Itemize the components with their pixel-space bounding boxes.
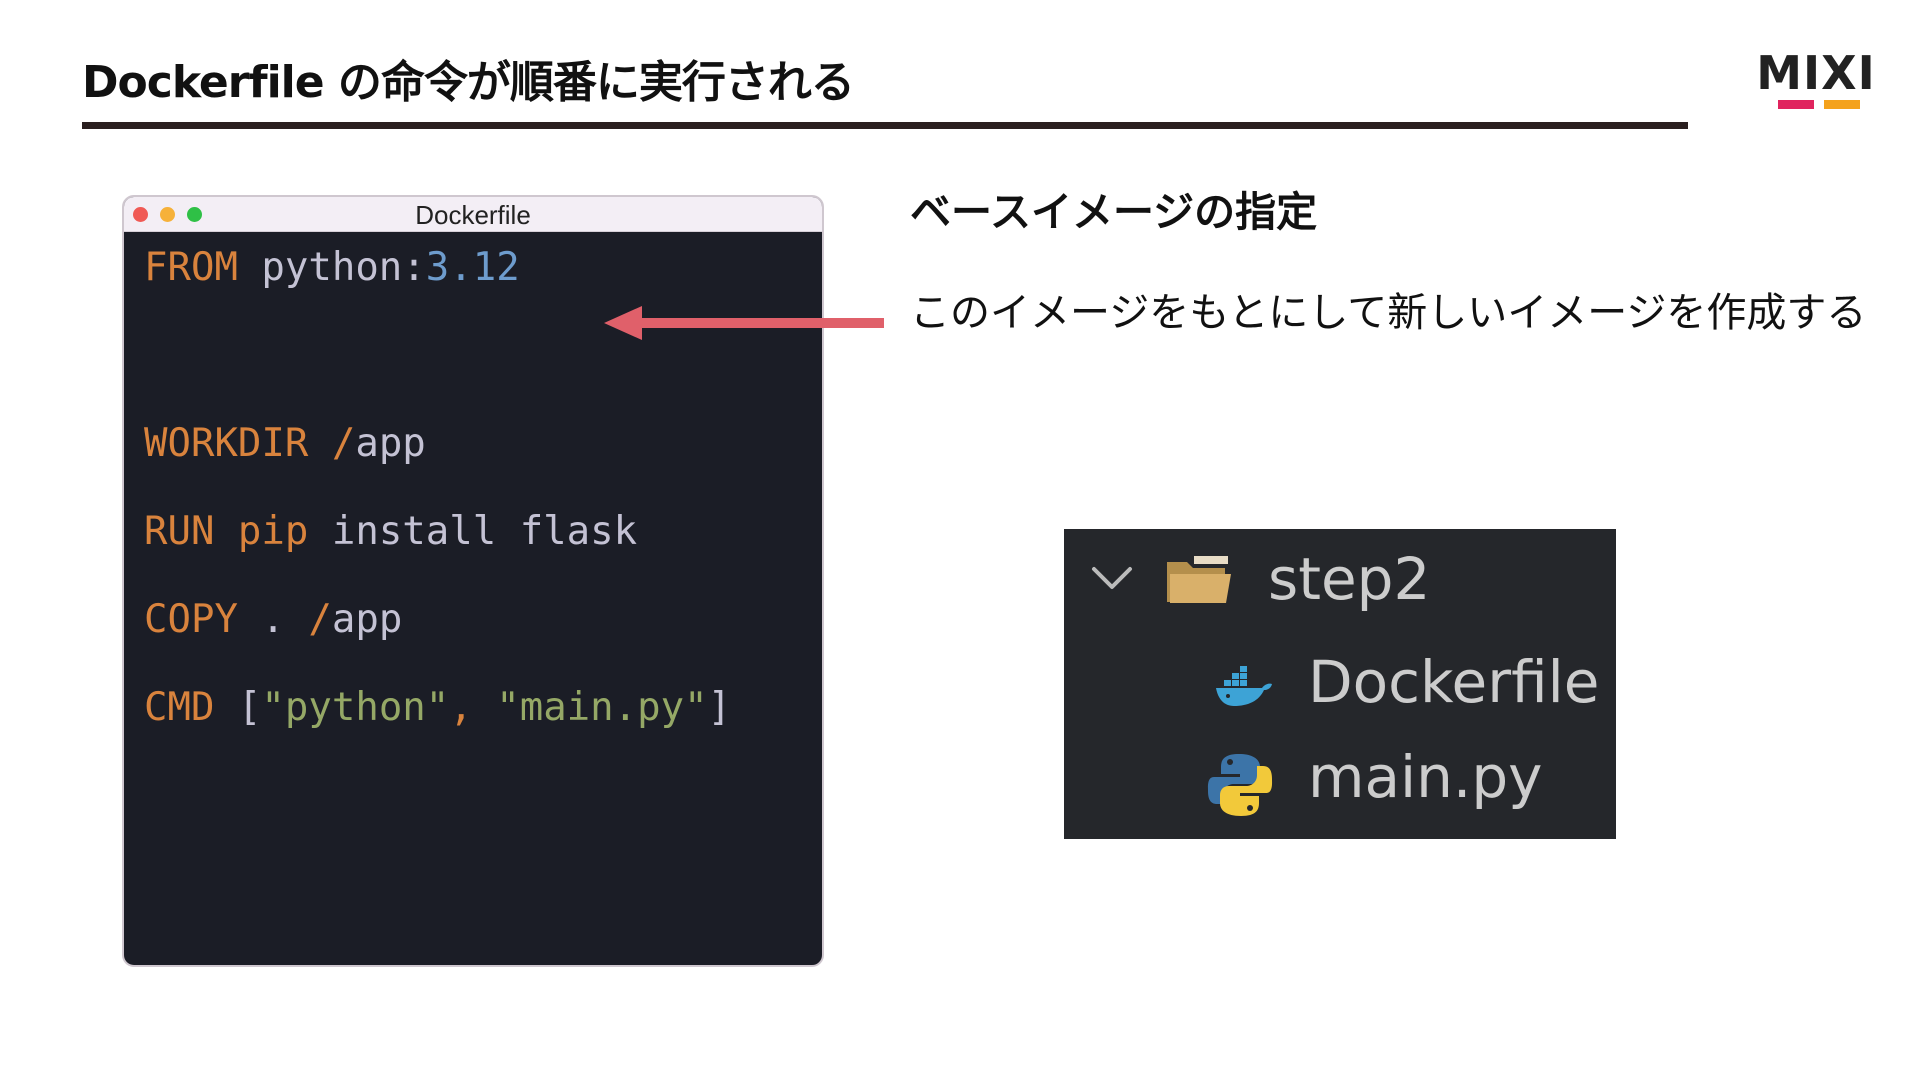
maximize-window-button[interactable] <box>187 207 202 222</box>
logo-text: MIXI <box>1756 46 1876 100</box>
arrow-shaft <box>638 318 884 328</box>
code-token-keyword: / <box>308 421 356 466</box>
code-token-plain: app <box>355 421 426 466</box>
arrow-head <box>604 306 642 340</box>
tree-row-file-main-py[interactable]: main.py <box>1064 739 1616 839</box>
code-token-plain: ] <box>707 685 732 730</box>
code-token-keyword: COPY <box>144 597 238 642</box>
python-icon <box>1207 754 1273 816</box>
tree-row-folder-step2[interactable]: step2 <box>1064 529 1616 634</box>
title-divider <box>82 122 1688 129</box>
file-name-main-py: main.py <box>1308 743 1543 811</box>
pointer-arrow <box>604 306 884 340</box>
code-token-string: "main.py" <box>496 685 708 730</box>
code-token-plain: python: <box>237 245 426 290</box>
code-line-workdir: WORKDIR /app <box>144 421 426 466</box>
code-token-plain: app <box>331 597 403 642</box>
window-titlebar: Dockerfile <box>124 197 822 232</box>
code-token-keyword: pip <box>214 509 309 554</box>
code-token-plain: install flask <box>308 509 638 554</box>
logo-bar-pink <box>1778 100 1814 109</box>
window-title: Dockerfile <box>415 200 531 230</box>
page-title: Dockerfile の命令が順番に実行される <box>82 57 855 108</box>
code-token-keyword: / <box>308 597 332 642</box>
code-token-keyword: FROM <box>144 245 238 290</box>
code-token-plain: [ <box>214 685 262 730</box>
code-token-keyword: , <box>449 685 497 730</box>
close-window-button[interactable] <box>133 207 148 222</box>
code-line-copy: COPY . /app <box>144 597 402 642</box>
annotation-heading: ベースイメージの指定 <box>910 188 1318 236</box>
code-token-keyword: WORKDIR <box>144 421 309 466</box>
file-explorer-panel: step2 Dockerfile main.py <box>1064 529 1616 839</box>
code-line-run: RUN pip install flask <box>144 509 637 554</box>
tree-row-file-dockerfile[interactable]: Dockerfile <box>1064 634 1616 739</box>
code-token-keyword: CMD <box>144 685 215 730</box>
file-name-dockerfile: Dockerfile <box>1308 648 1600 716</box>
folder-open-icon <box>1167 556 1231 603</box>
code-token-keyword: RUN <box>144 509 215 554</box>
code-line-from: FROM python:3.12 <box>144 245 520 290</box>
annotation-description: このイメージをもとにして新しいイメージを作成する <box>910 290 1867 336</box>
docker-icon <box>1216 666 1272 706</box>
code-token-string: "python" <box>261 685 450 730</box>
folder-name-label: step2 <box>1268 545 1431 613</box>
logo-bar-orange <box>1824 100 1860 109</box>
code-token-plain: . <box>237 597 309 642</box>
minimize-window-button[interactable] <box>160 207 175 222</box>
code-line-cmd: CMD ["python", "main.py"] <box>144 685 731 730</box>
chevron-down-icon[interactable] <box>1090 561 1134 593</box>
mixi-logo: MIXI <box>1754 46 1878 114</box>
code-token-number: 3.12 <box>425 245 520 290</box>
